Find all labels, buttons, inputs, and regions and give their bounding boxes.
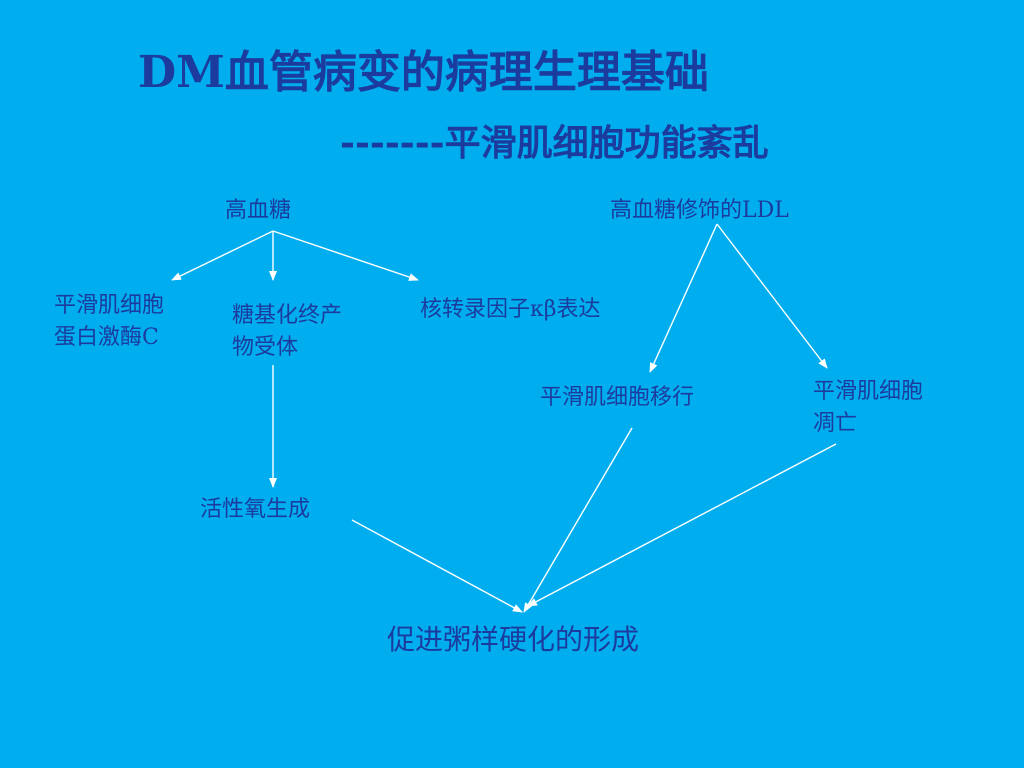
node-smc-migration-label: 平滑肌细胞移行 (540, 385, 695, 410)
node-glycation-receptor-line2: 物受体 (232, 335, 299, 360)
arrow-apoptosis-to-atherosclerosis (527, 443, 837, 607)
node-smc-apoptosis-line1: 平滑肌细胞 (813, 379, 924, 404)
node-protein-kinase-c-line2: 蛋白激酶C (54, 325, 159, 350)
node-ros-generation-label: 活性氧生成 (200, 497, 311, 522)
node-atherosclerosis: 促进粥样硬化的形成 (387, 622, 639, 658)
node-protein-kinase-c: 平滑肌细胞 蛋白激酶C (54, 290, 164, 354)
node-glycation-receptor-line1: 糖基化终产 (232, 303, 343, 328)
arrow-migration-to-atherosclerosis (523, 427, 633, 613)
node-modified-ldl: 高血糖修饰的LDL (610, 195, 789, 227)
page-title: DM血管病变的病理生理基础 (138, 47, 709, 98)
node-hyperglycemia-label: 高血糖 (225, 198, 292, 223)
node-smc-migration: 平滑肌细胞移行 (540, 382, 694, 414)
node-smc-apoptosis: 平滑肌细胞 凋亡 (813, 376, 923, 440)
arrow-ldl-to-apoptosis (716, 223, 828, 369)
node-glycation-receptor: 糖基化终产 物受体 (232, 300, 342, 364)
arrow-ros-to-atherosclerosis (351, 519, 523, 613)
node-modified-ldl-label: 高血糖修饰的LDL (610, 198, 789, 223)
node-smc-apoptosis-line2: 凋亡 (813, 411, 858, 436)
page-subtitle: -------平滑肌细胞功能紊乱 (340, 122, 769, 164)
arrow-hyperglycemia-to-pkc (171, 230, 274, 281)
node-ros-generation: 活性氧生成 (200, 494, 310, 526)
node-nfkb-expression: 核转录因子κβ表达 (420, 294, 600, 326)
arrow-hyperglycemia-to-nfkb (272, 230, 419, 281)
node-protein-kinase-c-line1: 平滑肌细胞 (54, 293, 165, 318)
node-atherosclerosis-label: 促进粥样硬化的形成 (387, 623, 640, 656)
node-nfkb-expression-label: 核转录因子κβ表达 (420, 297, 601, 322)
arrow-ldl-to-migration (649, 223, 718, 373)
node-hyperglycemia: 高血糖 (225, 195, 291, 227)
